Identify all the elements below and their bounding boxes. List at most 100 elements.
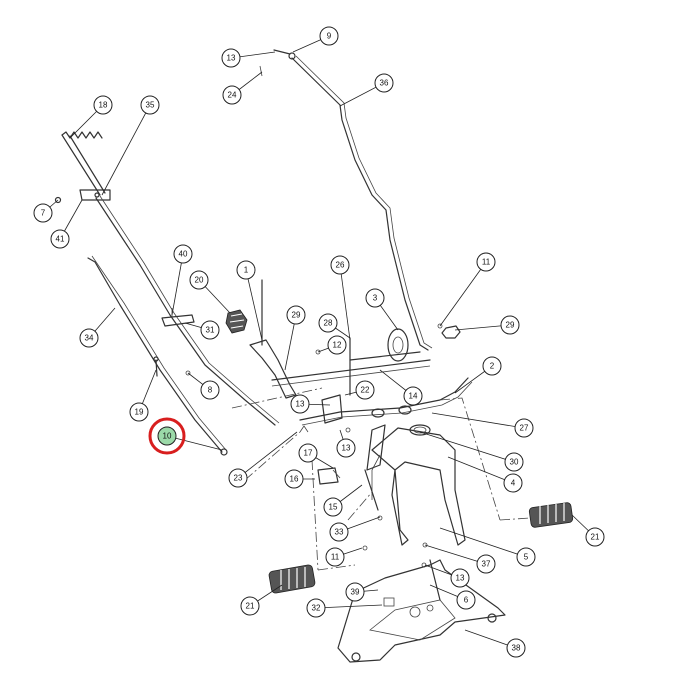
callout-label: 38 <box>512 644 521 653</box>
highlight-ring <box>148 417 186 455</box>
highlight-marker <box>148 417 186 455</box>
callout-31: 31 <box>200 320 220 340</box>
callout-label: 15 <box>329 503 338 512</box>
callout-label: 7 <box>41 209 46 218</box>
callout-1: 1 <box>236 260 256 280</box>
callout-label: 26 <box>336 261 345 270</box>
callout-3: 3 <box>365 288 385 308</box>
callout-label: 32 <box>312 604 321 613</box>
callout-label: 41 <box>56 235 65 244</box>
callout-label: 5 <box>524 553 529 562</box>
callout-35: 35 <box>140 95 160 115</box>
callout-label: 18 <box>99 101 108 110</box>
callout-label: 10 <box>163 432 172 441</box>
callout-circle <box>325 547 345 567</box>
part-drawings <box>54 49 574 663</box>
callout-29: 29 <box>286 305 306 325</box>
rod-34 <box>87 257 223 453</box>
callout-label: 21 <box>591 533 600 542</box>
callout-28: 28 <box>318 313 338 333</box>
callout-label: 35 <box>146 101 155 110</box>
callout-label: 13 <box>342 444 351 453</box>
callout-34: 34 <box>79 328 99 348</box>
callout-circle <box>33 203 53 223</box>
callout-circle <box>228 468 248 488</box>
callout-circle <box>336 438 356 458</box>
callout-circle <box>173 244 193 264</box>
callout-circle <box>403 386 423 406</box>
callout-4: 4 <box>503 473 523 493</box>
callout-label: 22 <box>361 386 370 395</box>
callout-41: 41 <box>50 229 70 249</box>
callout-circle <box>236 260 256 280</box>
leader-line-35 <box>101 104 151 196</box>
callout-label: 11 <box>482 258 491 267</box>
callout-5: 5 <box>516 547 536 567</box>
callout-13: 13 <box>450 568 470 588</box>
leader-line-11 <box>439 261 487 327</box>
grip-21-right <box>528 502 574 528</box>
callout-circle <box>140 95 160 115</box>
callout-circle <box>221 48 241 68</box>
leader-line-40 <box>171 253 184 316</box>
bracket-31 <box>161 314 195 327</box>
callout-label: 2 <box>490 362 495 371</box>
callout-label: 28 <box>324 319 333 328</box>
callout-circle <box>323 497 343 517</box>
callout-38: 38 <box>506 638 526 658</box>
callout-label: 17 <box>304 449 313 458</box>
callout-circle <box>456 590 476 610</box>
callout-label: 9 <box>327 32 332 41</box>
callout-label: 36 <box>380 79 389 88</box>
callout-label: 21 <box>246 602 255 611</box>
callout-circle <box>476 252 496 272</box>
callout-circle <box>318 313 338 333</box>
top-pin-assembly <box>259 49 296 77</box>
callout-circle <box>290 394 310 414</box>
callout-label: 23 <box>234 474 243 483</box>
callout-label: 1 <box>244 266 249 275</box>
callout-label: 12 <box>333 341 342 350</box>
rod-35 <box>95 197 276 426</box>
callout-circle <box>476 554 496 574</box>
callout-circle <box>345 582 365 602</box>
callout-circle <box>450 568 470 588</box>
callout-label: 20 <box>195 276 204 285</box>
callout-23: 23 <box>228 468 248 488</box>
callout-circle <box>79 328 99 348</box>
cross-shaft <box>271 359 431 381</box>
rod-2 <box>299 377 469 421</box>
callout-circle <box>327 335 347 355</box>
callout-circle <box>306 598 326 618</box>
callout-label: 16 <box>290 475 299 484</box>
leader-line-27 <box>431 412 525 429</box>
callout-label: 37 <box>482 560 491 569</box>
callout-16: 16 <box>284 469 304 489</box>
callout-circle <box>514 418 534 438</box>
clip-16 <box>317 467 339 485</box>
pedal-bracket-4 <box>371 424 466 546</box>
callout-label: 13 <box>456 574 465 583</box>
callout-13: 13 <box>221 48 241 68</box>
callout-circle <box>504 452 524 472</box>
callout-9: 9 <box>319 26 339 46</box>
bracket-41 <box>79 189 111 201</box>
callout-label: 27 <box>520 424 529 433</box>
callout-label: 13 <box>227 54 236 63</box>
callout-label: 34 <box>85 334 94 343</box>
callout-circle <box>355 380 375 400</box>
callout-10: 10 <box>157 426 177 446</box>
callout-circle <box>129 402 149 422</box>
callout-15: 15 <box>323 497 343 517</box>
callout-circle <box>286 305 306 325</box>
callout-circle <box>93 95 113 115</box>
callout-17: 17 <box>298 443 318 463</box>
disc-3 <box>349 328 421 396</box>
callout-circle <box>284 469 304 489</box>
callout-label: 14 <box>409 392 418 401</box>
callout-2: 2 <box>482 356 502 376</box>
callout-circle <box>329 522 349 542</box>
callout-label: 29 <box>506 321 515 330</box>
